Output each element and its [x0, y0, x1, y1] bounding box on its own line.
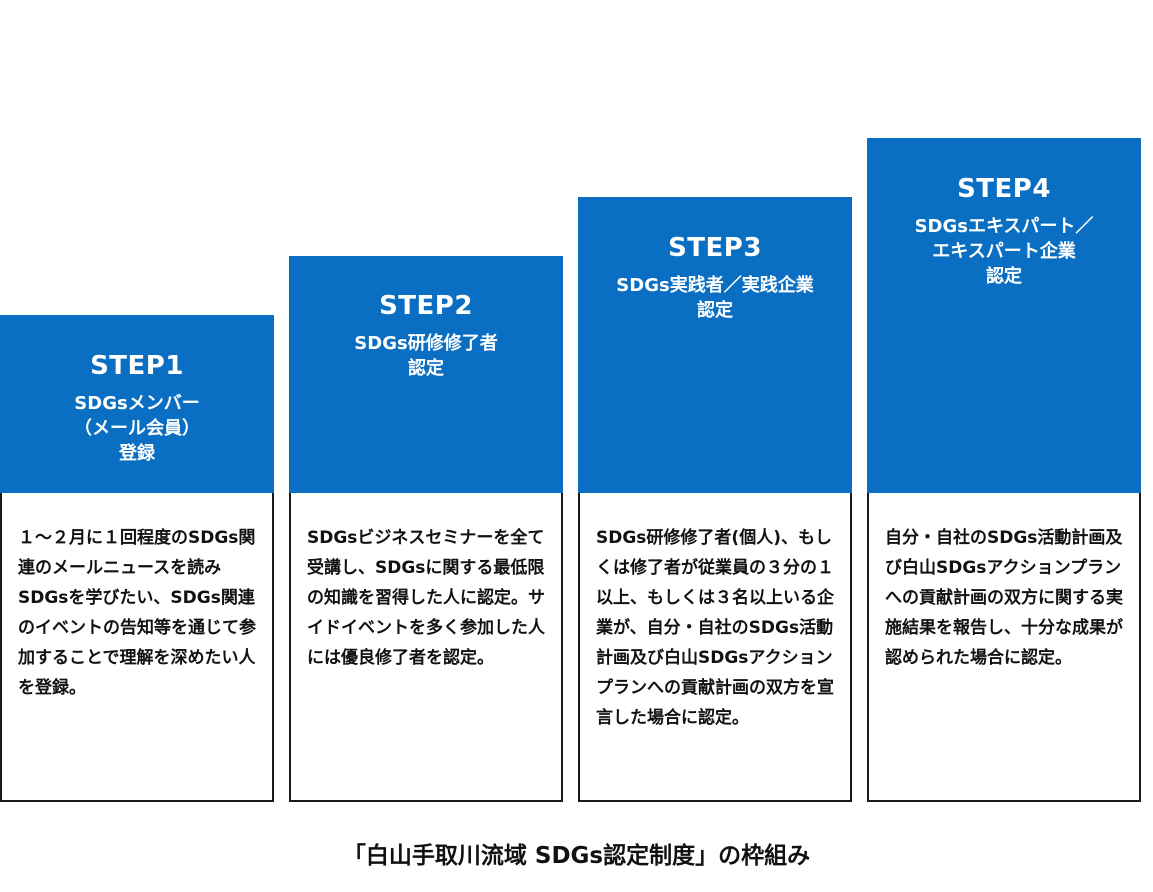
- step-4-title: STEP4: [957, 174, 1051, 204]
- step-4-description: 自分・自社のSDGs活動計画及び白山SDGsアクションプランへの貢献計画の双方に…: [885, 528, 1123, 668]
- step-2-column: STEP2 SDGs研修修了者 認定 SDGsビジネスセミナーを全て受講し、SD…: [289, 256, 563, 802]
- step-4-column: STEP4 SDGsエキスパート／ エキスパート企業 認定 自分・自社のSDGs…: [867, 138, 1141, 802]
- step-4-description-box: 自分・自社のSDGs活動計画及び白山SDGsアクションプランへの貢献計画の双方に…: [867, 493, 1141, 802]
- step-1-description: １～２月に１回程度のSDGs関連のメールニュースを読みSDGsを学びたい、SDG…: [18, 528, 256, 698]
- step-2-description: SDGsビジネスセミナーを全て受講し、SDGsに関する最低限の知識を習得した人に…: [307, 528, 545, 668]
- step-1-subtitle: SDGsメンバー （メール会員） 登録: [74, 393, 200, 464]
- diagram-caption: 「白山手取川流域 SDGs認定制度」の枠組み: [342, 843, 811, 869]
- step-3-description-box: SDGs研修修了者(個人)、もしくは修了者が従業員の３分の１以上、もしくは３名以…: [578, 493, 852, 802]
- step-2-description-box: SDGsビジネスセミナーを全て受講し、SDGsに関する最低限の知識を習得した人に…: [289, 493, 563, 802]
- step-1-column: STEP1 SDGsメンバー （メール会員） 登録 １～２月に１回程度のSDGs…: [0, 315, 274, 802]
- step-1-description-box: １～２月に１回程度のSDGs関連のメールニュースを読みSDGsを学びたい、SDG…: [0, 493, 274, 802]
- step-3-header: STEP3 SDGs実践者／実践企業 認定: [578, 197, 852, 493]
- step-3-title: STEP3: [668, 233, 762, 263]
- step-3-description: SDGs研修修了者(個人)、もしくは修了者が従業員の３分の１以上、もしくは３名以…: [596, 528, 834, 728]
- step-2-header: STEP2 SDGs研修修了者 認定: [289, 256, 563, 493]
- step-4-subtitle: SDGsエキスパート／ エキスパート企業 認定: [914, 216, 1094, 287]
- step-1-title: STEP1: [90, 351, 184, 381]
- step-2-title: STEP2: [379, 291, 473, 321]
- step-2-subtitle: SDGs研修修了者 認定: [354, 333, 498, 379]
- step-3-column: STEP3 SDGs実践者／実践企業 認定 SDGs研修修了者(個人)、もしくは…: [578, 197, 852, 802]
- step-4-header: STEP4 SDGsエキスパート／ エキスパート企業 認定: [867, 138, 1141, 493]
- step-1-header: STEP1 SDGsメンバー （メール会員） 登録: [0, 315, 274, 493]
- step-3-subtitle: SDGs実践者／実践企業 認定: [616, 275, 814, 321]
